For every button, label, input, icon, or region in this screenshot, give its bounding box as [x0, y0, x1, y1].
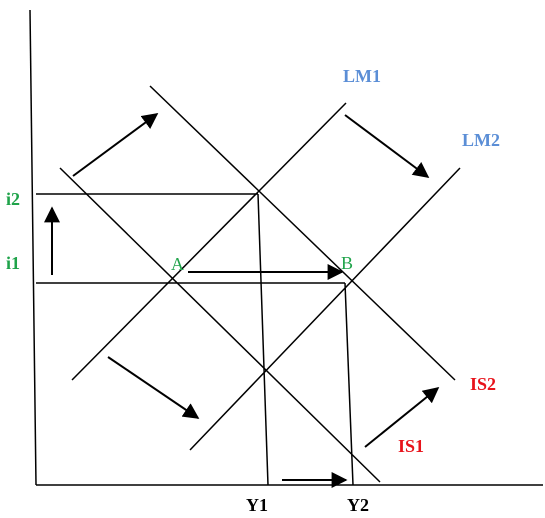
- y1-label: Y1: [246, 495, 268, 515]
- is2-curve: [149, 85, 456, 381]
- point-a-label: A: [171, 254, 184, 274]
- lm2-curve: [189, 167, 461, 451]
- point-b-label: B: [341, 253, 353, 273]
- is-shift-arrow-top: [72, 113, 159, 177]
- lm2-label: LM2: [462, 130, 500, 150]
- lm1-label: LM1: [343, 66, 381, 86]
- i1-label: i1: [6, 253, 20, 273]
- lm1-curve: [71, 102, 347, 381]
- is-shift-arrow-bottom: [364, 386, 440, 448]
- y1-guide: [257, 193, 269, 486]
- is1-curve: [59, 167, 381, 483]
- is1-label: IS1: [398, 436, 424, 456]
- y-axis: [29, 9, 37, 486]
- y2-guide: [344, 282, 354, 486]
- i2-label: i2: [6, 189, 20, 209]
- lm-shift-arrow-top: [344, 114, 430, 178]
- y2-label: Y2: [347, 495, 369, 515]
- lm-shift-arrow-bottom: [107, 356, 200, 419]
- is2-label: IS2: [470, 374, 496, 394]
